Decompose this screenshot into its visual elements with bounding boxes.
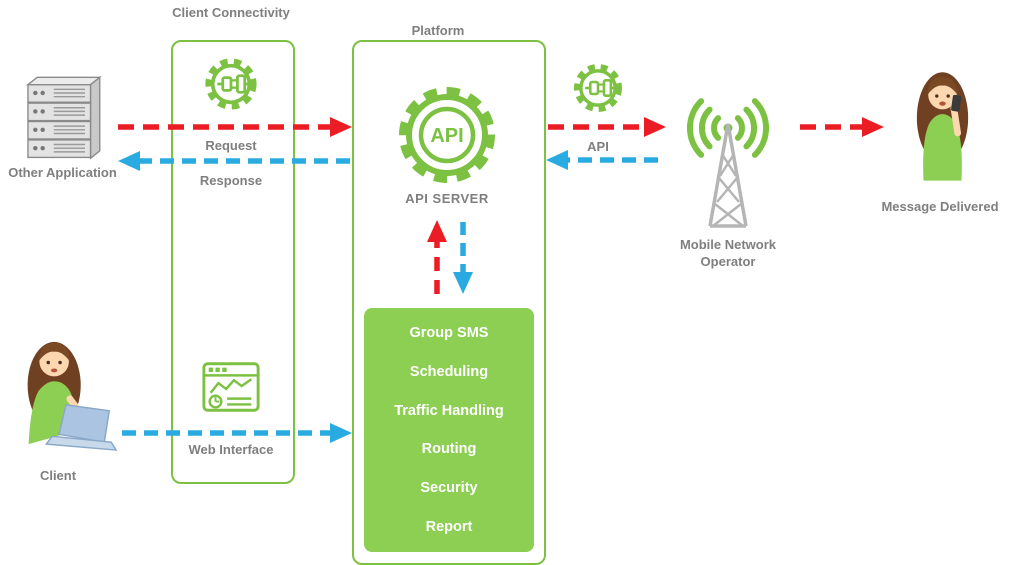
client-person-icon	[27, 341, 118, 451]
web-interface-label: Web Interface	[188, 442, 274, 457]
message-delivered-person-icon	[916, 72, 969, 181]
response-label: Response	[199, 173, 263, 188]
mobile-network-operator-label: Mobile Network Operator	[679, 237, 777, 269]
client-connectivity-box	[171, 40, 295, 484]
api-link-label: API	[587, 139, 609, 154]
service-scheduling: Scheduling	[409, 363, 489, 380]
service-report: Report	[425, 518, 473, 535]
service-traffic-handling: Traffic Handling	[394, 402, 504, 419]
service-routing: Routing	[421, 441, 477, 458]
api-gear-text: API	[430, 125, 463, 147]
mobile-network-tower-icon	[686, 98, 770, 228]
client-connectivity-title: Client Connectivity	[172, 5, 290, 20]
other-application-label: Other Application	[8, 165, 117, 180]
web-interface-icon	[202, 362, 260, 412]
platform-services-box: Group SMS Scheduling Traffic Handling Ro…	[364, 308, 534, 552]
service-group-sms: Group SMS	[409, 325, 489, 342]
arrow-delivery-red	[800, 117, 884, 137]
message-delivered-label: Message Delivered	[881, 199, 999, 214]
arrow-api-out-red	[548, 117, 666, 137]
api-server-label: API SERVER	[405, 191, 489, 206]
platform-box	[352, 40, 546, 565]
service-security: Security	[420, 479, 478, 496]
server-stack-icon	[25, 75, 102, 160]
api-gear-plug-icon	[574, 64, 622, 112]
gear-plug-icon	[205, 58, 257, 110]
platform-title: Platform	[411, 23, 465, 38]
client-label: Client	[39, 468, 77, 483]
request-label: Request	[205, 138, 257, 153]
api-gear-icon: API	[399, 87, 495, 183]
